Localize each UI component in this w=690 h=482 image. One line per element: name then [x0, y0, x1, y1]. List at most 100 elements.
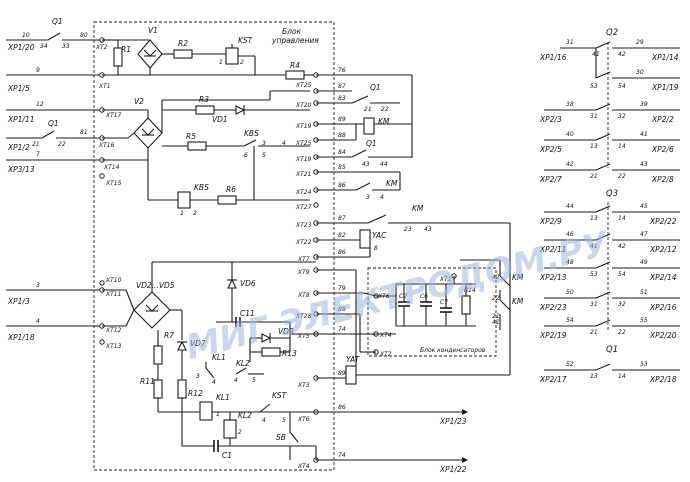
q3-row2-p1: 53 [590, 271, 598, 278]
q1-top-label: Q1 [52, 17, 63, 26]
r1-label: R1 [121, 45, 131, 54]
km-pin-23: 23 [404, 226, 412, 233]
terminal-xt24: XT24 [295, 189, 312, 196]
wire-4: 4 [36, 318, 40, 325]
q3-row1-right-wire: 47 [640, 231, 648, 238]
kst-pin-2: 2 [240, 59, 244, 66]
kbs-pin-4: 4 [282, 140, 286, 147]
terminal-xt25b: XT25 [295, 140, 312, 147]
q2-row0-left-ext: XP1/16 [539, 53, 567, 62]
q1-pin-44: 44 [380, 161, 388, 168]
r5-label: R5 [186, 132, 196, 141]
q3-row4-p2: 22 [618, 329, 626, 336]
q1-pin-22: 22 [381, 106, 389, 113]
c6-label: C6 [420, 293, 428, 300]
control-block-frame: Блок управления [93, 21, 335, 471]
wire-74: 74 [338, 326, 346, 333]
kst-pin-1: 1 [219, 59, 223, 66]
q2-row1-p2: 54 [618, 83, 626, 90]
yac-label: YAC [372, 231, 387, 240]
q2-row3-p1: 13 [590, 143, 598, 150]
terminal-xt25a: XT25 [295, 82, 312, 89]
kbs-pin-3: 3 [262, 140, 266, 147]
wire-87: 87 [338, 83, 346, 90]
terminal-xt20: XT20 [295, 102, 312, 109]
q2-row3-p2: 14 [618, 143, 626, 150]
vd1-label: VD1 [212, 115, 228, 124]
terminal-xt8: XT8 [297, 292, 310, 299]
terminal-xt12: XT12 [105, 327, 122, 334]
wire-89b: 89 [338, 370, 346, 377]
q3-row1-left-ext: XP2/11 [539, 245, 567, 254]
terminal-xt11: XT11 [105, 291, 121, 298]
q1-contact-label-a: Q1 [370, 83, 381, 92]
kbs-pin-5: 5 [262, 152, 266, 159]
r14-label: R14 [464, 287, 476, 294]
c1-label: C1 [222, 451, 232, 460]
q2-switch-group: Q2 XP1/16 31 41 42 29 XP1/14 53 54 30 XP… [539, 28, 680, 184]
terminal-xt22: XT22 [295, 239, 312, 246]
q2-row2-p2: 32 [618, 113, 626, 120]
terminal-xt7: XT7 [297, 256, 310, 263]
q1-bottom-p1: 13 [590, 373, 598, 380]
km-contact-22-label: KM [512, 297, 524, 306]
kbs-coil-label: KBS [194, 183, 209, 192]
q3-row0-right-ext: XP2/22 [649, 217, 677, 226]
terminal-xt27: XT27 [295, 204, 312, 211]
yat-coil: YAT [316, 269, 510, 385]
kl2-contact-label: KL2 [236, 359, 250, 368]
left-terminals: XT2 XT1 XT17 XT16 XT14 XT15 XT10 XT11 XT… [95, 37, 122, 350]
yac-pin-8: 8 [374, 245, 378, 252]
q2-row3-right-wire: 41 [640, 131, 648, 138]
r2-label: R2 [178, 39, 188, 48]
control-block-title-line1: Блок [282, 27, 302, 36]
q2-row4-left-wire: 42 [566, 161, 574, 168]
watermark-text: МИГ ЭЛЕКТРОДОМ.РУ [182, 224, 615, 368]
terminal-xt3: XT3 [297, 382, 310, 389]
wire-12: 12 [36, 101, 44, 108]
wire-33: 33 [62, 43, 70, 50]
control-block-title-line2: управления [271, 36, 319, 45]
terminal-xt1: XT1 [98, 83, 111, 90]
q3-row3-right-ext: XP2/16 [649, 303, 677, 312]
q3-row4-left-wire: 54 [566, 317, 574, 324]
ext-label-xp1-2: XP1/2 [7, 143, 30, 152]
wire-74b: 74 [338, 452, 346, 459]
km-pin-4: 4 [380, 194, 384, 201]
kl2-pin-4: 4 [234, 377, 238, 384]
output-xp1-23: XP1/23 [439, 417, 467, 426]
km-pin-22: 22 [492, 295, 500, 302]
wire-76: 76 [338, 67, 346, 74]
c7-label: C7 [440, 299, 448, 306]
q3-row1-right-ext: XP2/12 [649, 245, 677, 254]
wire-80: 80 [80, 32, 88, 39]
q1-pin-43: 43 [362, 161, 370, 168]
kst-pin-4: 4 [262, 417, 266, 424]
terminal-xt23: XT23 [295, 222, 312, 229]
q3-title: Q3 [606, 189, 618, 199]
ext-label-xp3-13: XP3/13 [7, 165, 35, 174]
wire-22: 22 [58, 141, 66, 148]
kl2-coil-pin-2: 2 [238, 429, 242, 436]
q3-row2-left-ext: XP2/13 [539, 273, 567, 282]
q1-bottom-right-wire: 53 [640, 361, 648, 368]
q2-title: Q2 [606, 28, 618, 38]
ext-label-xp1-18: XP1/18 [7, 333, 35, 342]
terminal-xt5: XT5 [297, 333, 310, 340]
q2-row3-left-wire: 40 [566, 131, 574, 138]
q1-bottom-p2: 14 [618, 373, 626, 380]
kl2-coil-pin-1: 1 [216, 411, 220, 418]
terminal-xt19b: XT19 [295, 156, 312, 163]
q1-bottom-right-ext: XP2/18 [649, 375, 677, 384]
q3-row1-p1: 41 [590, 243, 598, 250]
q2-row4-left-ext: XP2/7 [539, 175, 562, 184]
q1-bottom-left-wire: 52 [566, 361, 574, 368]
terminal-xt9: XT9 [297, 269, 310, 276]
wire-85: 85 [338, 164, 346, 171]
q2-row3-left-ext: XP2/5 [539, 145, 562, 154]
q1-bottom-switch: Q1 XP2/17 52 13 14 53 XP2/18 [539, 345, 680, 384]
vd8-label: VD8 [278, 327, 294, 336]
lower-control-circuit: VD2...VD5 VD6 R7 VD7 C11 VD8 [102, 261, 317, 460]
km-pin-3: 3 [366, 194, 370, 201]
